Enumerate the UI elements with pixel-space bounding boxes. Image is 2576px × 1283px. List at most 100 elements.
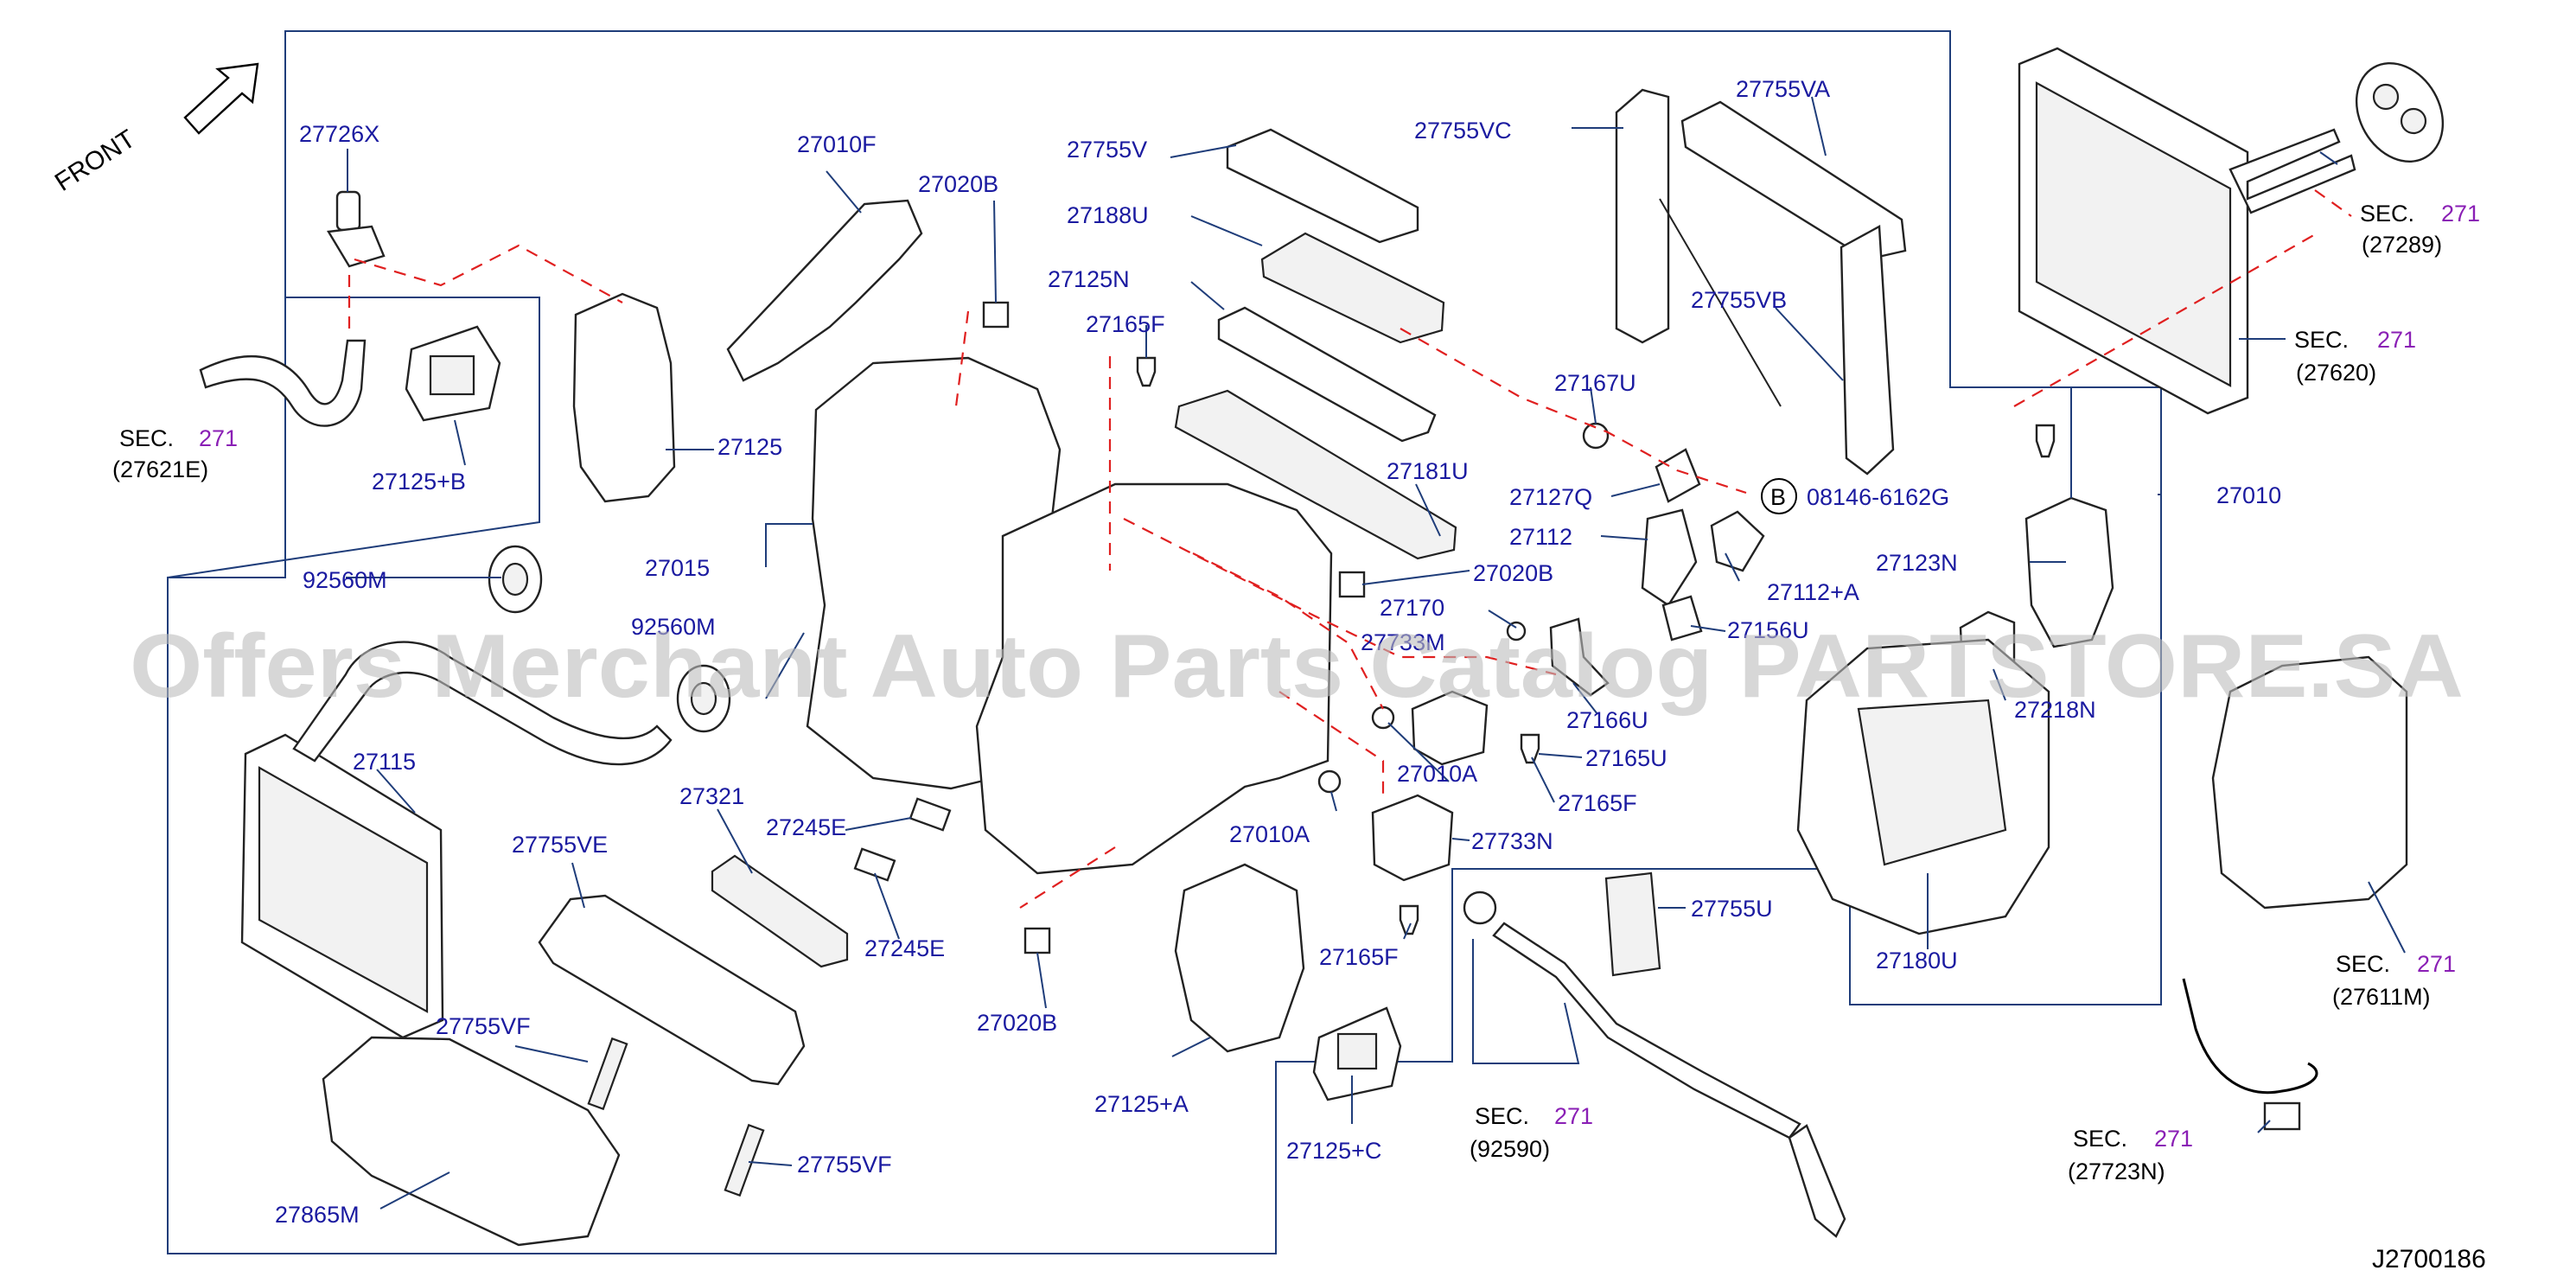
sec-ref-27611M: SEC. 271 (27611M) [2332,951,2456,1010]
label-27218N: 27218N [2014,697,2096,723]
sec-word: SEC. [2336,951,2390,977]
label-27020B-mid: 27020B [1473,560,1553,586]
label-27755VF-a: 27755VF [436,1013,531,1039]
label-27010A-left: 27010A [1229,821,1310,847]
sec-part-ref: (92590) [1470,1136,1550,1162]
sensor-27726X [327,190,386,268]
seal-27755VF-b [724,1123,765,1197]
watermark-text: Offers Merchant Auto Parts Catalog PARTS… [130,616,2464,717]
sec-number: 271 [199,425,238,451]
part-27170 [1506,621,1527,642]
label-27125N: 27125N [1048,266,1130,292]
label-27123N: 27123N [1876,550,1958,576]
sec-number: 271 [2441,201,2480,227]
label-27181U: 27181U [1387,458,1469,484]
leader-lines [346,96,2406,1210]
filter-27188U [1260,232,1445,344]
sec-ref-27621E: SEC. 271 (27621E) [112,425,238,482]
case-27611M [2211,655,2408,910]
label-27180U: 27180U [1876,948,1958,973]
label-27127Q: 27127Q [1509,484,1592,510]
assembly-lines [348,189,2352,909]
heater-core-27115 [240,733,444,1039]
filter-27181U [1174,389,1457,560]
label-27125: 27125 [717,434,782,460]
sec-ref-27723N: SEC. 271 (27723N) [2068,1126,2193,1184]
label-92560M-a: 92560M [303,567,387,593]
lever-27112A [1710,510,1765,572]
screw-27165F-mid [1520,733,1540,764]
label-27010F: 27010F [797,131,877,157]
link-27156U [1661,595,1703,642]
duct-27125 [572,292,676,503]
blower-case-27180U [1796,638,2050,935]
clip-27245E-b [853,847,896,882]
label-27188U: 27188U [1067,202,1149,228]
main-assembly-frame [167,30,2162,1254]
label-27755VB: 27755VB [1691,287,1787,313]
sec-word: SEC. [2073,1126,2127,1152]
clip-27020B-top [982,301,1010,329]
link-27127Q [1655,448,1701,503]
lever-27112 [1641,508,1698,607]
label-27755V: 27755V [1067,137,1147,163]
diagram-code: J2700186 [2372,1245,2486,1273]
sec-word: SEC. [2360,201,2414,227]
front-arrow-icon [183,62,259,135]
front-label: FRONT [50,124,141,197]
grommet-27289 [2355,61,2445,163]
seal-27755U [1604,871,1661,977]
label-27112: 27112 [1509,524,1572,550]
sec-part-ref: (27611M) [2332,984,2431,1010]
label-27865M: 27865M [275,1202,360,1228]
bracket-27125N [1217,306,1437,443]
screw-27165F-top [1136,356,1157,387]
label-27245E-b: 27245E [864,935,945,961]
label-27755VF-b: 27755VF [797,1152,892,1178]
callout-b-letter: B [1770,484,1786,510]
bolt-27010A-left [1317,769,1342,794]
clip-27245E-a [909,797,952,832]
sec-number: 271 [2417,951,2456,977]
label-27165F-top: 27165F [1086,311,1165,337]
label-27321: 27321 [679,783,744,809]
label-27015: 27015 [645,555,710,581]
sec-number: 271 [1554,1103,1593,1129]
sec-word: SEC. [2294,327,2349,353]
sec-part-ref: (27289) [2362,232,2442,258]
top-left-frame [167,31,540,578]
bracket-27125C [1312,1006,1402,1101]
label-27010: 27010 [2216,482,2281,508]
case-27010 [975,482,1333,875]
evaporator-seals-27755VC-VA [1615,88,1907,476]
label-08146-6162G: 08146-6162G [1807,484,1949,510]
sec-ref-27289: SEC. 271 (27289) [2360,201,2480,258]
label-27165F-mid: 27165F [1558,790,1637,816]
label-27726X: 27726X [299,121,379,147]
duct-27125A [1174,863,1305,1053]
grommet-92560M-b [676,664,731,733]
label-27165F-low: 27165F [1319,944,1399,970]
label-27755VA: 27755VA [1736,76,1830,102]
label-27115: 27115 [353,749,416,775]
label-27020B-top: 27020B [918,171,998,197]
duct-27865M [322,1036,621,1247]
lever-27166U [1549,617,1610,697]
label-27112A: 27112+A [1767,579,1859,605]
label-27755VE: 27755VE [512,832,608,858]
sec-ref-92590: SEC. 271 (92590) [1470,1103,1593,1162]
screw-27165F-low [1399,904,1419,935]
sec-number: 271 [2377,327,2416,353]
evaporator-pipes [2228,128,2356,214]
clip-27020B-low [1023,927,1051,954]
label-27245E-a: 27245E [766,814,846,840]
sec-number: 271 [2154,1126,2193,1152]
label-27755VC: 27755VC [1414,118,1512,144]
clip-27020B-mid [1338,571,1366,598]
grommet-92560M-a [488,545,543,614]
heater-pipes [292,641,673,766]
seal-27755VF-a [587,1037,628,1111]
label-27125C: 27125+C [1286,1138,1381,1164]
label-27170: 27170 [1380,595,1444,621]
